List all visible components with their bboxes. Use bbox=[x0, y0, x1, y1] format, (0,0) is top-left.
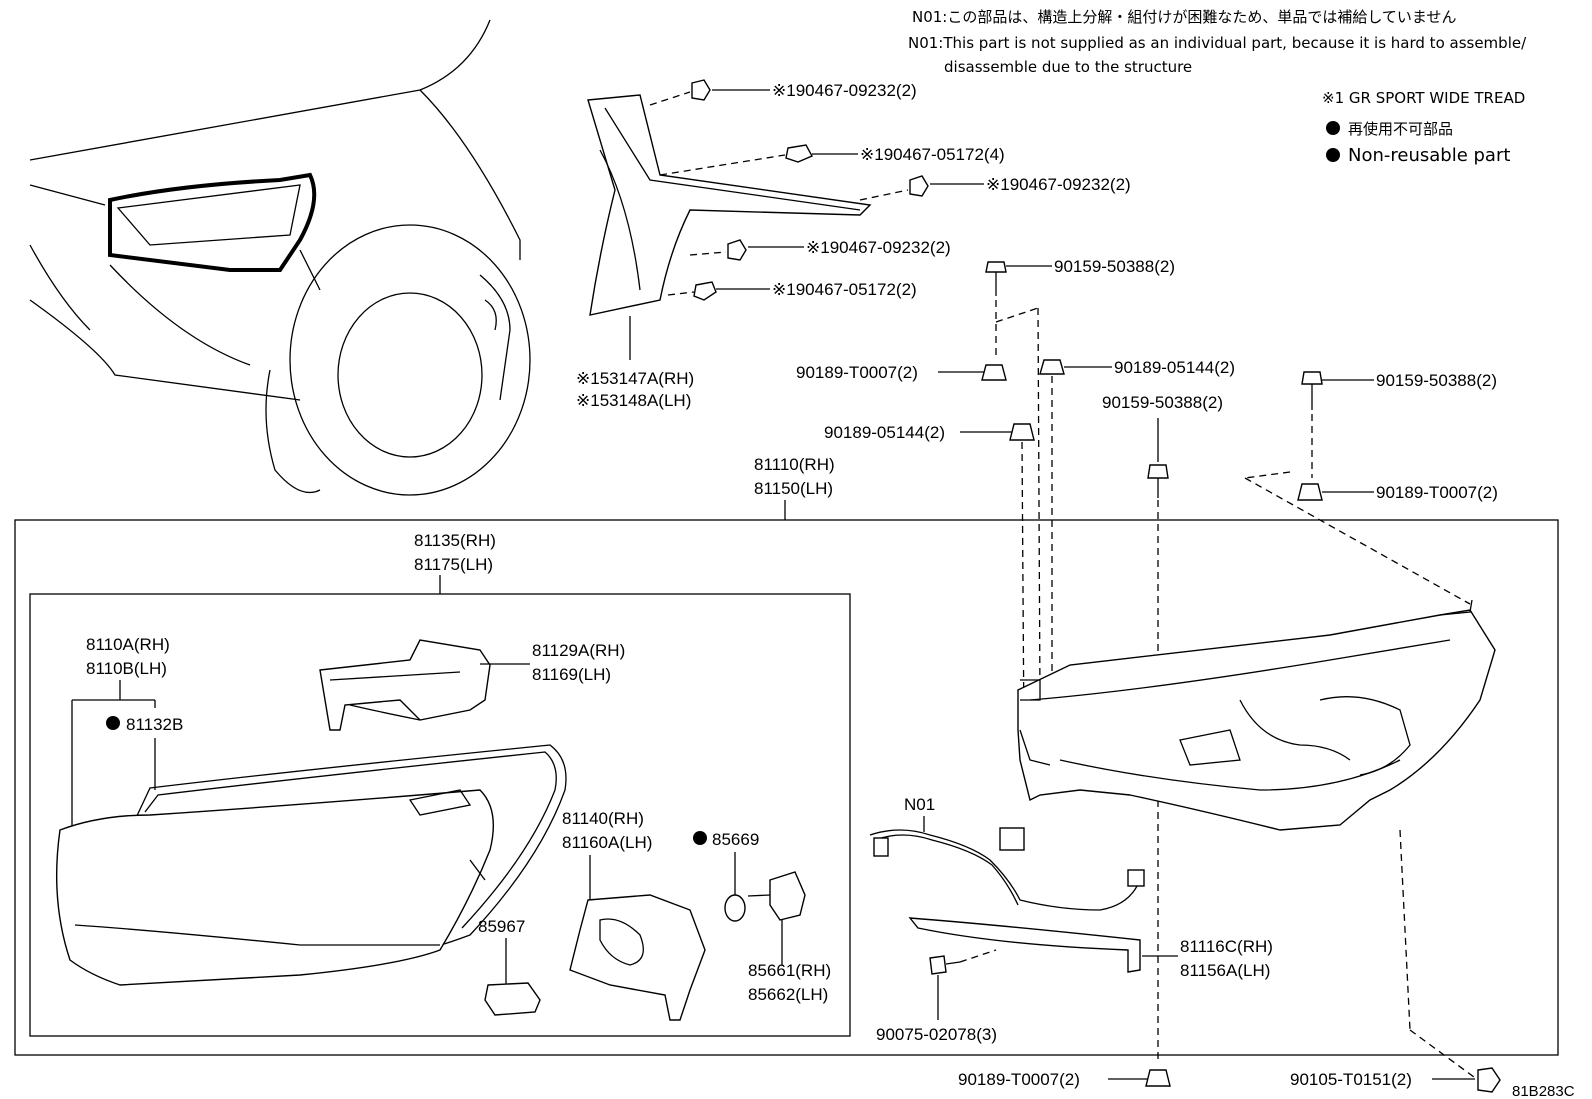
legend-nonreusable-jp: 再使用不可部品 bbox=[1348, 120, 1453, 138]
clip-icon bbox=[909, 175, 929, 197]
clip-icon bbox=[727, 239, 747, 261]
headlamp-assembly-box bbox=[14, 519, 1559, 1056]
label-nut-t0007-a: 90189-T0007(2) bbox=[796, 363, 918, 382]
label-clip-09232-c: ※190467-09232(2) bbox=[806, 238, 951, 257]
label-bulb-rh: 85661(RH) bbox=[748, 961, 831, 980]
bolt-icon bbox=[985, 261, 1007, 273]
nut-icon bbox=[1039, 359, 1065, 375]
label-bulb-lh: 85662(LH) bbox=[748, 985, 828, 1004]
label-cover-rh: 81116C(RH) bbox=[1180, 937, 1273, 956]
note-n01-japanese: N01:この部品は、構造上分解・組付けが困難なため、単品では補給していません bbox=[912, 8, 1456, 26]
label-assy-rh: 81110(RH) bbox=[754, 455, 835, 474]
label-garnish-rh: ※153147A(RH) bbox=[576, 369, 694, 388]
label-assy-lh: 81150(LH) bbox=[754, 479, 833, 498]
label-nut-05144-b: 90189-05144(2) bbox=[824, 423, 945, 442]
nut-icon bbox=[1145, 1069, 1171, 1087]
wire-harness bbox=[869, 827, 1145, 911]
label-clip-05172-b: ※190467-05172(2) bbox=[772, 280, 917, 299]
note-n01-english-line1: N01:This part is not supplied as an indi… bbox=[908, 34, 1527, 52]
label-oring: 85669 bbox=[712, 830, 759, 849]
label-unit-rh: 81135(RH) bbox=[414, 531, 496, 550]
illustration-code: 81B283C bbox=[1512, 1083, 1575, 1099]
label-bolt-50388-c: 90159-50388(2) bbox=[1376, 371, 1497, 390]
label-nut-t0007-b: 90189-T0007(2) bbox=[1376, 483, 1498, 502]
legend-nonreusable-en: Non-reusable part bbox=[1348, 145, 1510, 166]
screw-icon bbox=[929, 955, 947, 975]
label-socket-lh: 81160A(LH) bbox=[562, 833, 652, 852]
clip-icon bbox=[785, 144, 813, 163]
bolt-icon bbox=[1477, 1067, 1501, 1093]
headlamp-cover-strip bbox=[908, 917, 1141, 973]
label-nut-t0007-c: 90189-T0007(2) bbox=[958, 1070, 1080, 1089]
headlamp-garnish bbox=[587, 94, 872, 316]
label-lens-lh: 8110B(LH) bbox=[86, 659, 167, 678]
headlamp-unit-box bbox=[29, 593, 851, 1037]
label-bolt-t0151: 90105-T0151(2) bbox=[1290, 1070, 1412, 1089]
note-n01-english-line2: disassemble due to the structure bbox=[944, 58, 1192, 76]
label-socket-rh: 81140(RH) bbox=[562, 809, 644, 828]
label-lens-rh: 8110A(RH) bbox=[86, 635, 170, 654]
label-bolt-50388-a: 90159-50388(2) bbox=[1054, 257, 1175, 276]
label-module: 85967 bbox=[478, 917, 525, 936]
headlamp-assembly bbox=[1017, 599, 1496, 831]
nut-icon bbox=[981, 364, 1007, 381]
nonreusable-bullet-icon bbox=[1326, 121, 1340, 135]
headlamp-bracket bbox=[319, 639, 491, 731]
nut-icon bbox=[1297, 483, 1323, 501]
label-screw-02078: 90075-02078(3) bbox=[876, 1025, 997, 1044]
label-bolt-50388-b: 90159-50388(2) bbox=[1102, 393, 1223, 412]
headlamp-location-outline bbox=[108, 172, 317, 272]
label-bracket-lh: 81169(LH) bbox=[532, 665, 611, 684]
nonreusable-bullet-icon bbox=[693, 831, 707, 845]
bolt-icon bbox=[1301, 371, 1323, 385]
nonreusable-bullet-icon bbox=[106, 716, 120, 730]
label-nut-05144-a: 90189-05144(2) bbox=[1114, 358, 1235, 377]
module-part bbox=[484, 982, 541, 1016]
label-clip-05172-a: ※190467-05172(4) bbox=[860, 145, 1005, 164]
nut-icon bbox=[1009, 423, 1035, 441]
headlamp-lens bbox=[55, 744, 567, 986]
label-bracket-rh: 81129A(RH) bbox=[532, 641, 625, 660]
clip-icon bbox=[693, 281, 717, 301]
vehicle-front-illustration bbox=[29, 19, 531, 496]
oring-part bbox=[724, 894, 746, 922]
clip-icon bbox=[691, 79, 711, 101]
bolt-icon bbox=[1147, 464, 1169, 479]
legend-mark1: ※1 GR SPORT WIDE TREAD bbox=[1322, 89, 1525, 107]
label-unit-lh: 81175(LH) bbox=[414, 555, 493, 574]
label-clip-09232-a: ※190467-09232(2) bbox=[772, 81, 917, 100]
bulb-part bbox=[747, 871, 806, 921]
label-cover-lh: 81156A(LH) bbox=[1180, 961, 1270, 980]
label-clip-09232-b: ※190467-09232(2) bbox=[986, 175, 1131, 194]
label-gasket: 81132B bbox=[126, 715, 183, 734]
socket-unit bbox=[569, 894, 706, 1021]
label-wire: N01 bbox=[904, 795, 935, 814]
label-garnish-lh: ※153148A(LH) bbox=[576, 391, 691, 410]
nonreusable-bullet-icon bbox=[1326, 148, 1340, 162]
